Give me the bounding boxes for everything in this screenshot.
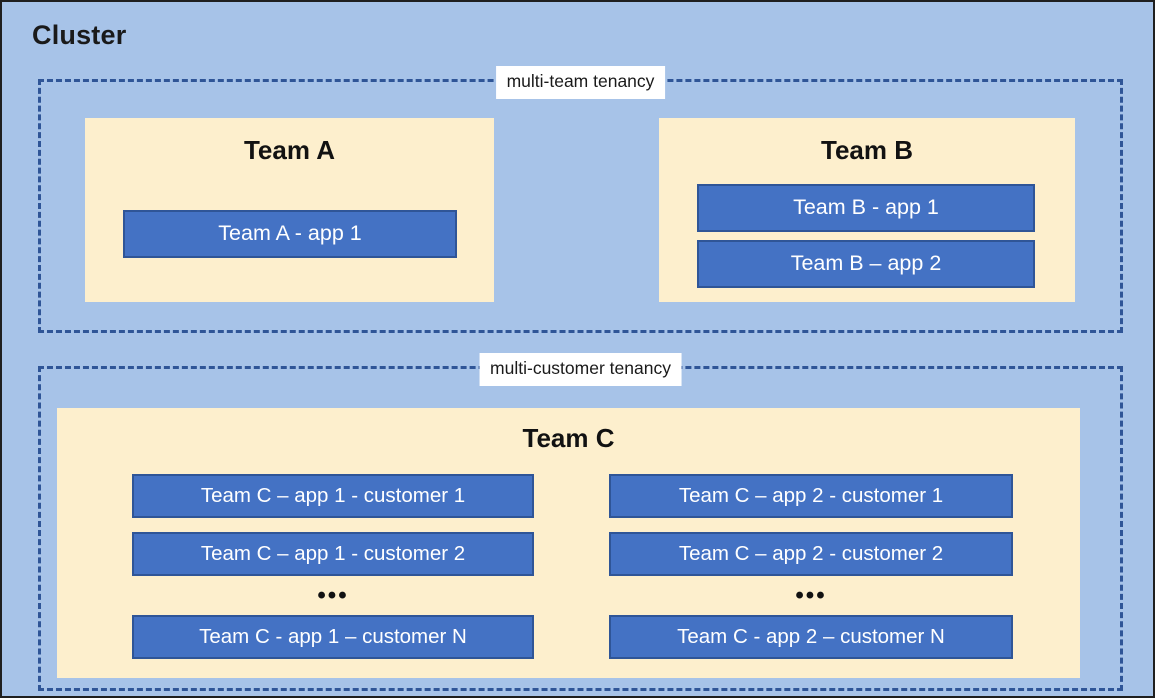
team-b-panel: Team B Team B - app 1 Team B – app 2 — [659, 118, 1075, 302]
app-box-team-b-app-2[interactable]: Team B – app 2 — [697, 240, 1035, 288]
app-box-team-c-app-2-customer-n[interactable]: Team C - app 2 – customer N — [609, 615, 1013, 659]
team-c-heading: Team C — [522, 423, 615, 453]
app-box-team-c-app-1-customer-1[interactable]: Team C – app 1 - customer 1 — [132, 474, 534, 518]
ellipsis-team-c-app-2: ••• — [795, 582, 827, 609]
team-a-heading: Team A — [243, 135, 336, 165]
app-box-team-c-app-1-customer-2[interactable]: Team C – app 1 - customer 2 — [132, 532, 534, 576]
cluster-title: Cluster — [32, 20, 127, 50]
app-box-team-c-app-2-customer-2[interactable]: Team C – app 2 - customer 2 — [609, 532, 1013, 576]
app-box-team-a-app-1[interactable]: Team A - app 1 — [123, 210, 457, 258]
multi-customer-tenancy-label: multi-customer tenancy — [479, 353, 682, 386]
app-box-team-c-app-2-customer-1[interactable]: Team C – app 2 - customer 1 — [609, 474, 1013, 518]
multi-team-tenancy-label: multi-team tenancy — [495, 66, 666, 99]
multi-team-tenancy-group: multi-team tenancy — [38, 66, 1123, 333]
team-c-panel: Team C Team C – app 1 - customer 1 Team … — [57, 408, 1080, 678]
team-a-panel: Team A Team A - app 1 — [85, 118, 494, 302]
app-box-team-b-app-1[interactable]: Team B - app 1 — [697, 184, 1035, 232]
ellipsis-team-c-app-1: ••• — [317, 582, 349, 609]
multi-customer-tenancy-group: multi-customer tenancy — [38, 353, 1123, 691]
app-box-team-c-app-1-customer-n[interactable]: Team C - app 1 – customer N — [132, 615, 534, 659]
team-b-heading: Team B — [821, 135, 913, 165]
